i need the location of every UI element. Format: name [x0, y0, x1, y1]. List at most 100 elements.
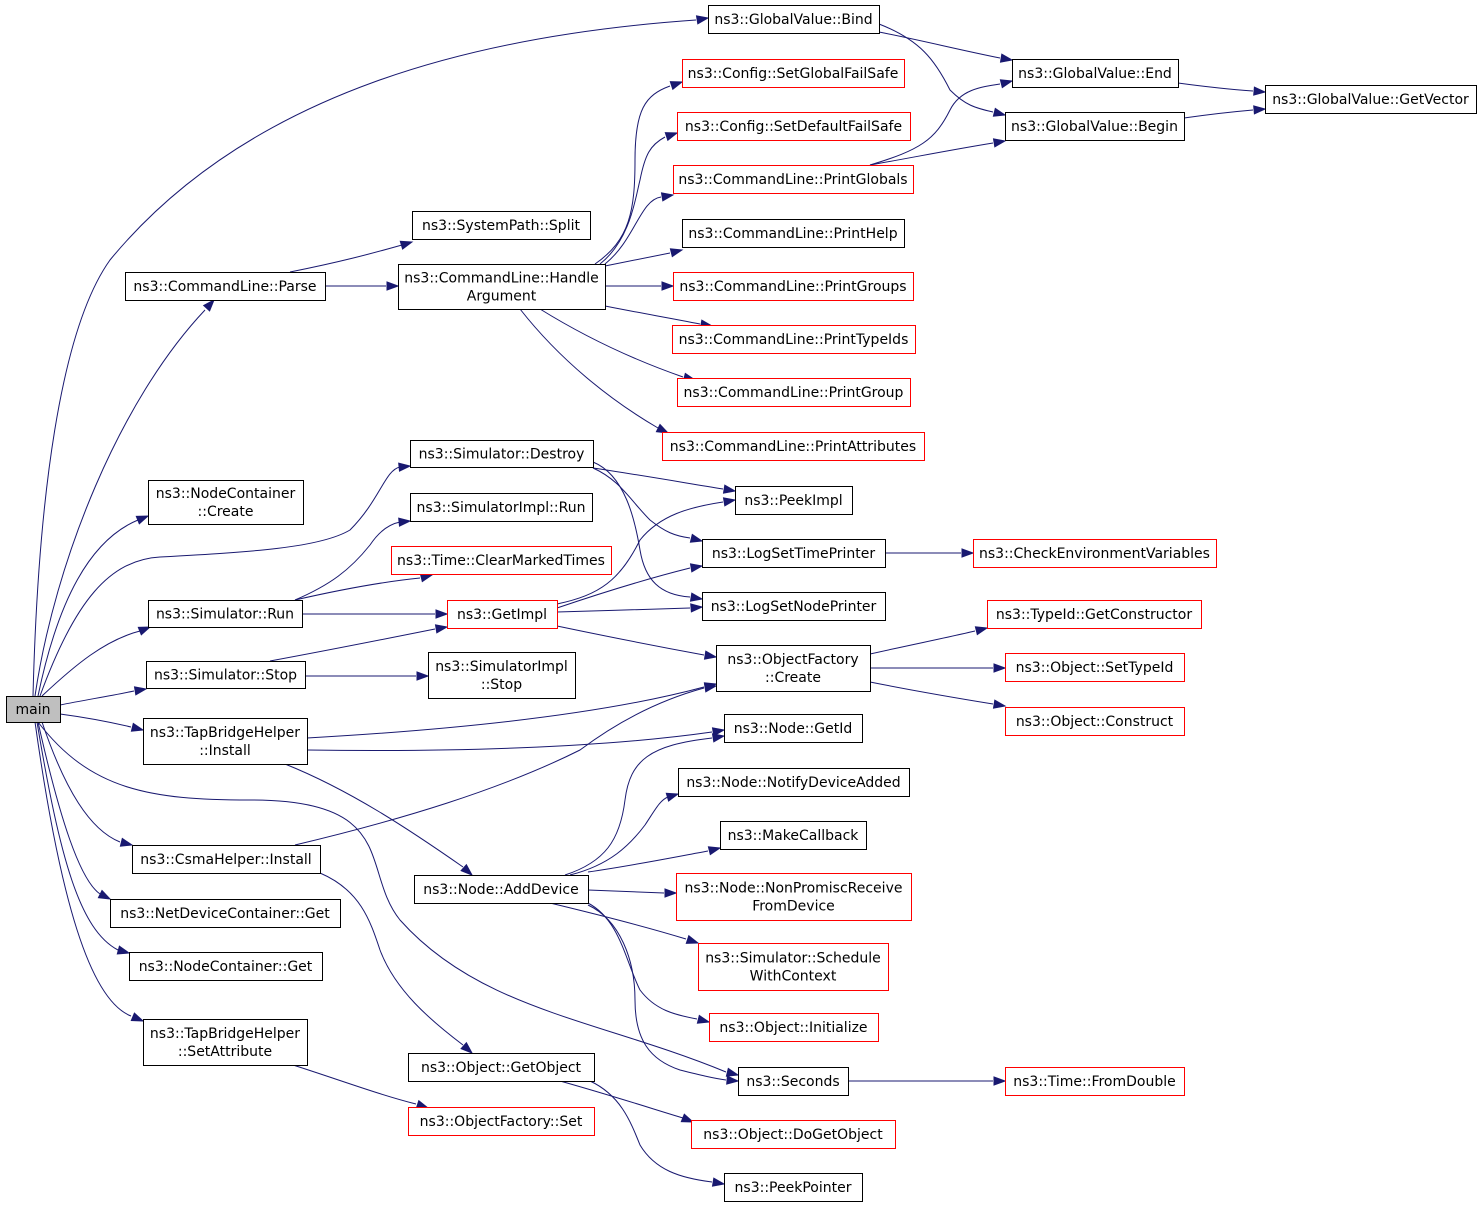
node-box[interactable]	[428, 652, 576, 699]
node-obj-getobject[interactable]: ns3::Object::GetObject	[408, 1053, 595, 1082]
node-nodecont-create[interactable]: ns3::NodeContainer::Create	[148, 480, 304, 525]
node-cl-parse[interactable]: ns3::CommandLine::Parse	[125, 272, 326, 301]
node-box[interactable]	[414, 875, 589, 904]
node-box[interactable]	[682, 59, 905, 88]
node-box[interactable]	[702, 592, 886, 621]
node-gv-begin[interactable]: ns3::GlobalValue::Begin	[1005, 112, 1185, 141]
node-cl-printtypeids[interactable]: ns3::CommandLine::PrintTypeIds	[672, 325, 916, 354]
node-box[interactable]	[724, 714, 863, 743]
node-box[interactable]	[673, 272, 914, 301]
node-box[interactable]	[702, 539, 886, 568]
node-box[interactable]	[1005, 112, 1185, 141]
node-box[interactable]	[691, 1120, 896, 1149]
node-logsettime[interactable]: ns3::LogSetTimePrinter	[702, 539, 886, 568]
node-peekpointer[interactable]: ns3::PeekPointer	[724, 1173, 863, 1202]
node-box[interactable]	[724, 1173, 863, 1202]
node-cfg-setglobal[interactable]: ns3::Config::SetGlobalFailSafe	[682, 59, 905, 88]
node-box[interactable]	[698, 943, 889, 991]
node-gv-bind[interactable]: ns3::GlobalValue::Bind	[708, 5, 880, 34]
node-obj-construct[interactable]: ns3::Object::Construct	[1005, 707, 1185, 736]
node-box[interactable]	[1265, 85, 1477, 114]
node-logsetnode[interactable]: ns3::LogSetNodePrinter	[702, 592, 886, 621]
node-obj-settypeid[interactable]: ns3::Object::SetTypeId	[1005, 653, 1185, 682]
node-box[interactable]	[672, 325, 916, 354]
node-cl-printattrs[interactable]: ns3::CommandLine::PrintAttributes	[662, 432, 925, 461]
node-box[interactable]	[129, 952, 323, 981]
node-simimpl-stop[interactable]: ns3::SimulatorImpl::Stop	[428, 652, 576, 699]
node-box[interactable]	[662, 432, 925, 461]
node-box[interactable]	[1005, 707, 1185, 736]
node-box[interactable]	[398, 264, 606, 310]
node-box[interactable]	[1005, 1067, 1185, 1096]
node-typeid-getctor[interactable]: ns3::TypeId::GetConstructor	[987, 600, 1202, 629]
node-box[interactable]	[143, 1019, 308, 1066]
node-syspath-split[interactable]: ns3::SystemPath::Split	[412, 211, 591, 240]
node-cl-printgroup[interactable]: ns3::CommandLine::PrintGroup	[677, 378, 911, 407]
node-node-adddevice[interactable]: ns3::Node::AddDevice	[414, 875, 589, 904]
node-seconds[interactable]: ns3::Seconds	[738, 1067, 849, 1096]
node-box[interactable]	[673, 165, 914, 194]
node-cfg-setdefault[interactable]: ns3::Config::SetDefaultFailSafe	[677, 112, 911, 141]
node-box[interactable]	[676, 873, 912, 921]
node-box[interactable]	[720, 821, 867, 850]
node-box[interactable]	[973, 539, 1217, 568]
node-box[interactable]	[677, 378, 911, 407]
node-sim-run[interactable]: ns3::Simulator::Run	[148, 600, 303, 628]
node-box[interactable]	[682, 219, 905, 248]
node-box[interactable]	[1005, 653, 1185, 682]
node-csma-install[interactable]: ns3::CsmaHelper::Install	[132, 845, 321, 874]
node-box[interactable]	[410, 493, 593, 522]
node-box[interactable]	[708, 5, 880, 34]
node-makecallback[interactable]: ns3::MakeCallback	[720, 821, 867, 850]
node-node-getid[interactable]: ns3::Node::GetId	[724, 714, 863, 743]
node-gv-getvector[interactable]: ns3::GlobalValue::GetVector	[1265, 85, 1477, 114]
node-box[interactable]	[735, 486, 853, 515]
node-box[interactable]	[146, 661, 306, 689]
node-cl-printhelp[interactable]: ns3::CommandLine::PrintHelp	[682, 219, 905, 248]
node-node-notify[interactable]: ns3::Node::NotifyDeviceAdded	[678, 768, 910, 797]
node-nodecont-get[interactable]: ns3::NodeContainer::Get	[129, 952, 323, 981]
node-box[interactable]	[110, 899, 341, 928]
node-time-fromdouble[interactable]: ns3::Time::FromDouble	[1005, 1067, 1185, 1096]
node-getimpl[interactable]: ns3::GetImpl	[447, 600, 558, 629]
node-box[interactable]	[412, 211, 591, 240]
node-box[interactable]	[1012, 59, 1179, 88]
node-tap-setattr[interactable]: ns3::TapBridgeHelper::SetAttribute	[143, 1019, 308, 1066]
node-main[interactable]: main	[6, 696, 61, 723]
node-checkenv[interactable]: ns3::CheckEnvironmentVariables	[973, 539, 1217, 568]
node-sim-destroy[interactable]: ns3::Simulator::Destroy	[410, 440, 594, 468]
node-box[interactable]	[716, 645, 871, 692]
node-box[interactable]	[148, 480, 304, 525]
node-box[interactable]	[738, 1067, 849, 1096]
node-peekimpl[interactable]: ns3::PeekImpl	[735, 486, 853, 515]
node-cl-printglobals[interactable]: ns3::CommandLine::PrintGlobals	[673, 165, 914, 194]
node-box[interactable]	[677, 112, 911, 141]
node-box[interactable]	[6, 696, 61, 723]
node-netdevcont-get[interactable]: ns3::NetDeviceContainer::Get	[110, 899, 341, 928]
node-box[interactable]	[132, 845, 321, 874]
node-objfac-set[interactable]: ns3::ObjectFactory::Set	[408, 1107, 595, 1136]
node-sim-stop[interactable]: ns3::Simulator::Stop	[146, 661, 306, 689]
node-objfac-create[interactable]: ns3::ObjectFactory::Create	[716, 645, 871, 692]
node-simimpl-run[interactable]: ns3::SimulatorImpl::Run	[410, 493, 593, 522]
node-obj-initialize[interactable]: ns3::Object::Initialize	[709, 1013, 879, 1042]
node-cl-printgroups[interactable]: ns3::CommandLine::PrintGroups	[673, 272, 914, 301]
node-time-clearmarked[interactable]: ns3::Time::ClearMarkedTimes	[391, 546, 612, 575]
node-box[interactable]	[709, 1013, 879, 1042]
node-obj-dogetobject[interactable]: ns3::Object::DoGetObject	[691, 1120, 896, 1149]
node-box[interactable]	[408, 1107, 595, 1136]
node-box[interactable]	[678, 768, 910, 797]
node-box[interactable]	[391, 546, 612, 575]
node-box[interactable]	[410, 440, 594, 468]
node-box[interactable]	[143, 718, 308, 765]
node-tap-install[interactable]: ns3::TapBridgeHelper::Install	[143, 718, 308, 765]
node-box[interactable]	[148, 600, 303, 628]
node-box[interactable]	[125, 272, 326, 301]
node-box[interactable]	[987, 600, 1202, 629]
node-gv-end[interactable]: ns3::GlobalValue::End	[1012, 59, 1179, 88]
node-box[interactable]	[447, 600, 558, 629]
node-box[interactable]	[408, 1053, 595, 1082]
